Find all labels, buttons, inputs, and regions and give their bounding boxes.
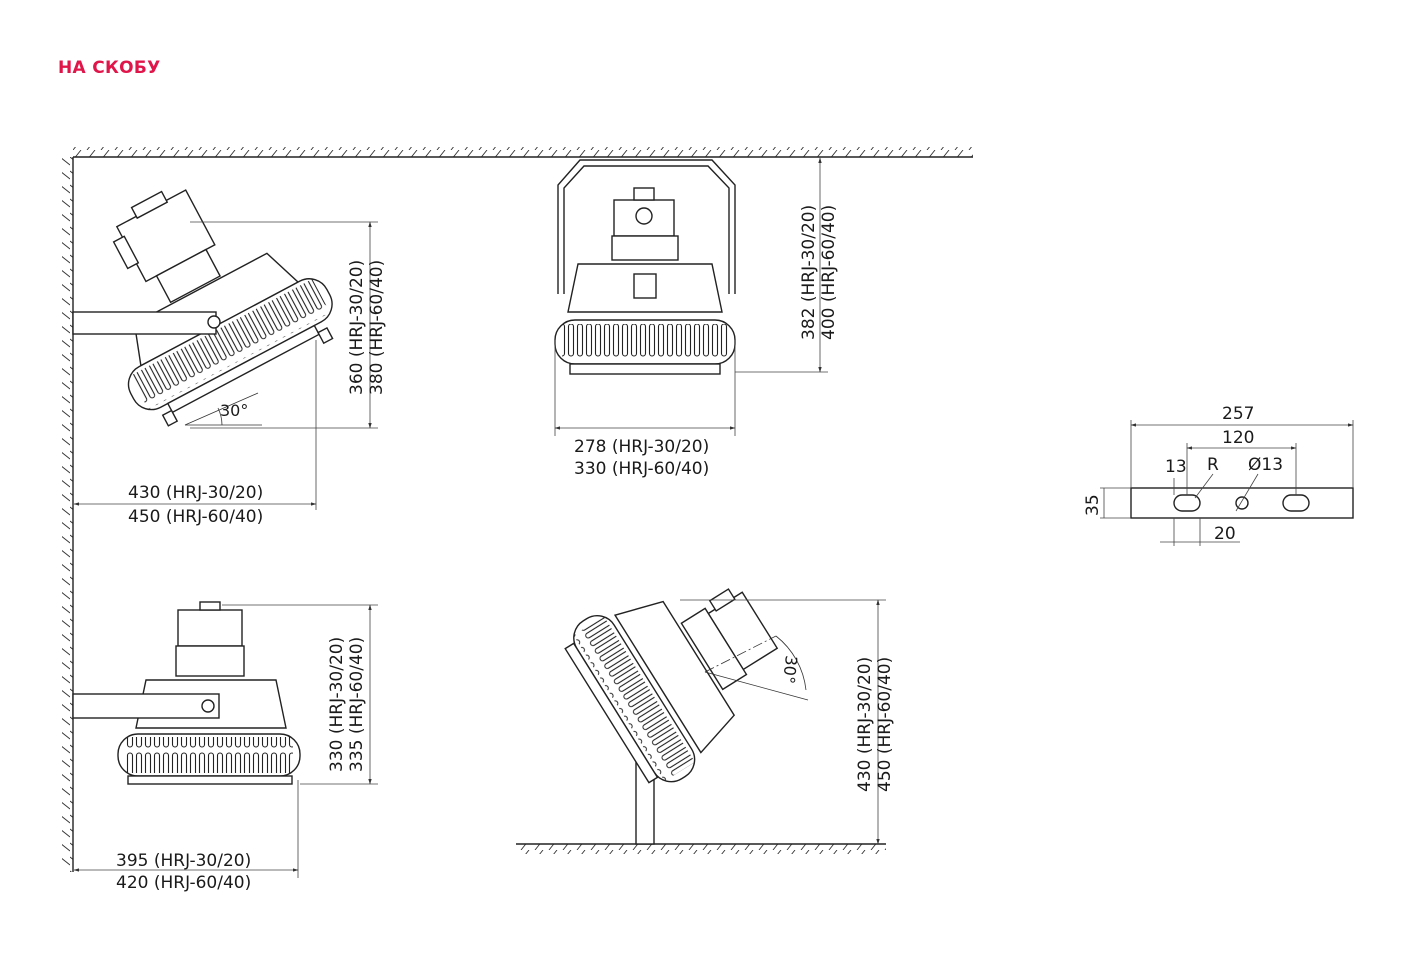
- bracket-spacing: 120: [1222, 428, 1254, 448]
- dim-width-1: 278 (HRJ-30/20): [574, 437, 709, 457]
- page-title: НА СКОБУ: [58, 58, 161, 78]
- bracket-hole: Ø13: [1248, 455, 1283, 475]
- dim-height-2: 380 (HRJ-60/40): [367, 260, 387, 395]
- tilted-wall-view: 30° 360 (HRJ-30/20) 380 (HRJ-60/40) 430 …: [72, 189, 387, 527]
- dim-height-1: 430 (HRJ-30/20): [855, 657, 875, 792]
- dim-width-1: 395 (HRJ-30/20): [116, 851, 251, 871]
- dim-width-1: 430 (HRJ-30/20): [128, 483, 263, 503]
- dim-height-1: 330 (HRJ-30/20): [327, 637, 347, 772]
- floor-view: 30° 430 (HRJ-30/20) 450 (HRJ-60/40): [516, 588, 895, 854]
- dim-height-1: 382 (HRJ-30/20): [799, 205, 819, 340]
- bracket-length: 257: [1222, 404, 1254, 424]
- dim-height-2: 450 (HRJ-60/40): [875, 657, 895, 792]
- bracket-radius: R: [1207, 455, 1219, 475]
- dim-height-1: 360 (HRJ-30/20): [347, 260, 367, 395]
- dim-width-2: 450 (HRJ-60/40): [128, 507, 263, 527]
- bracket-slot: 13: [1165, 457, 1187, 477]
- angle-label: 30°: [220, 401, 248, 420]
- ceiling-view: 382 (HRJ-30/20) 400 (HRJ-60/40) 278 (HRJ…: [554, 157, 839, 479]
- dim-width-2: 420 (HRJ-60/40): [116, 873, 251, 893]
- ceiling-wall-structure: [62, 147, 973, 872]
- dim-height-2: 400 (HRJ-60/40): [819, 205, 839, 340]
- dim-width-2: 330 (HRJ-60/40): [574, 459, 709, 479]
- wall-view: 330 (HRJ-30/20) 335 (HRJ-60/40) 395 (HRJ…: [72, 601, 378, 893]
- bracket-height: 35: [1083, 494, 1103, 516]
- bracket-detail: 257 120 13 R Ø13 35 20: [1083, 404, 1354, 546]
- dim-height-2: 335 (HRJ-60/40): [347, 637, 367, 772]
- bracket-offset: 20: [1214, 524, 1236, 544]
- angle-label: 30°: [779, 655, 801, 685]
